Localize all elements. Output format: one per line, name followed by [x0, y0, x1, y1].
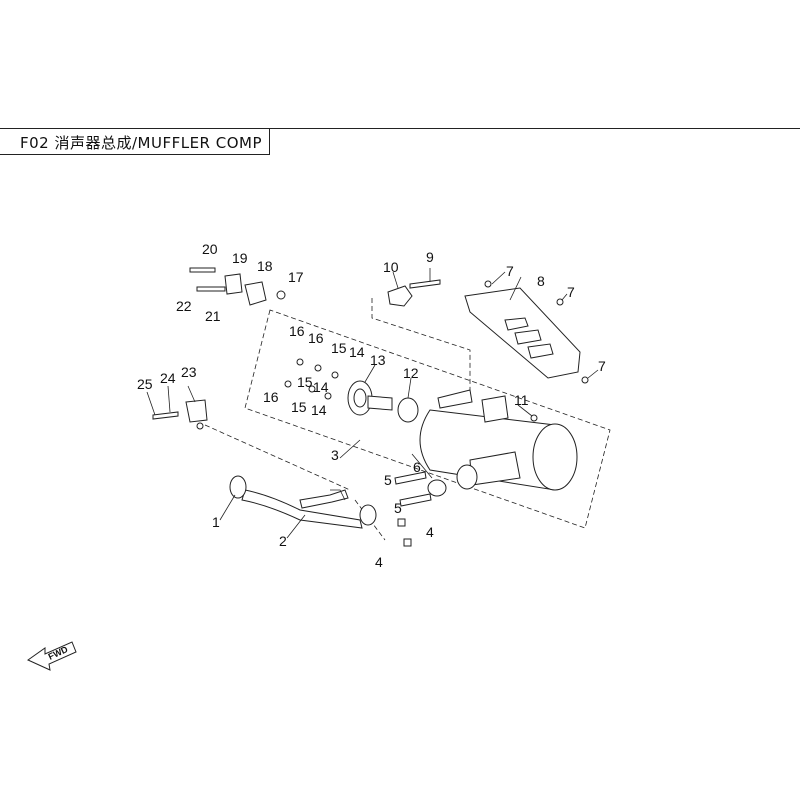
- callout-16: 16: [289, 323, 305, 339]
- callout-25: 25: [137, 376, 153, 392]
- callout-21: 21: [205, 308, 221, 324]
- callout-22: 22: [176, 298, 192, 314]
- bracket-bolt: [409, 279, 441, 289]
- callout-7: 7: [567, 284, 575, 300]
- rubber-bushing: [224, 273, 243, 295]
- callout-24: 24: [160, 370, 176, 386]
- callout-5: 5: [394, 500, 402, 516]
- assembly-outline-upper: [244, 309, 611, 529]
- callout-8: 8: [537, 273, 545, 289]
- washer-b: [314, 364, 322, 372]
- callout-23: 23: [181, 364, 197, 380]
- hanger-bolt-upper: [189, 267, 216, 273]
- callout-18: 18: [257, 258, 273, 274]
- callout-4: 4: [375, 554, 383, 570]
- spring-upper: [394, 471, 427, 485]
- spring-lower: [399, 493, 432, 507]
- washer-a: [296, 358, 304, 366]
- nut-lower: [403, 538, 412, 547]
- callout-17: 17: [288, 269, 304, 285]
- mounting-bracket: [387, 285, 413, 307]
- callout-12: 12: [403, 365, 419, 381]
- screw-top-left: [484, 280, 492, 288]
- inner-pipe: [367, 395, 393, 411]
- seal-ring: [397, 397, 419, 423]
- callout-11: 11: [514, 392, 529, 408]
- callout-14: 14: [313, 379, 329, 395]
- screw-lower: [530, 414, 538, 422]
- callout-9: 9: [426, 249, 434, 265]
- muffler-body: [419, 389, 578, 491]
- callout-1: 1: [212, 514, 220, 530]
- callout-14: 14: [349, 344, 365, 360]
- leader-lines: [146, 268, 599, 539]
- callout-15: 15: [297, 374, 313, 390]
- exhaust-pipe: [241, 489, 377, 529]
- screw-top-right: [556, 298, 564, 306]
- callout-10: 10: [383, 259, 399, 275]
- washer-f: [324, 392, 332, 400]
- callout-20: 20: [202, 241, 218, 257]
- nut-upper: [397, 518, 406, 527]
- callout-6: 6: [413, 459, 421, 475]
- pipe-clamp: [427, 479, 447, 497]
- side-bolt: [152, 411, 179, 420]
- callout-7: 7: [506, 263, 514, 279]
- callouts: 1 2 3 4 4 5 5 6 7 7 7 8 9 10 11 12 13 14…: [137, 241, 606, 570]
- callout-14: 14: [311, 402, 327, 418]
- callout-7: 7: [598, 358, 606, 374]
- hanger-bracket: [244, 281, 267, 306]
- callout-15: 15: [291, 399, 307, 415]
- assembly-outline-bracket: [371, 298, 471, 392]
- hanger-nut: [276, 290, 286, 300]
- heat-shield: [464, 287, 581, 379]
- callout-4: 4: [426, 524, 434, 540]
- callout-16: 16: [263, 389, 279, 405]
- screw-right: [581, 376, 589, 384]
- callout-19: 19: [232, 250, 248, 266]
- callout-5: 5: [384, 472, 392, 488]
- washer-e: [308, 385, 316, 393]
- fwd-direction-arrow: FWD: [26, 641, 77, 671]
- flange-gasket: [229, 475, 247, 499]
- callout-3: 3: [331, 447, 339, 463]
- side-washer: [196, 422, 204, 430]
- title-rule: [0, 128, 800, 129]
- washer-d: [284, 380, 292, 388]
- title-box: [0, 129, 270, 155]
- callout-16: 16: [308, 330, 324, 346]
- callout-13: 13: [370, 352, 386, 368]
- washer-c: [331, 371, 339, 379]
- callout-15: 15: [331, 340, 347, 356]
- side-bracket: [185, 399, 208, 423]
- page-title: F02 消声器总成/MUFFLER COMP: [20, 134, 263, 152]
- gasket-ring-inner: [353, 388, 367, 408]
- callout-2: 2: [279, 533, 287, 549]
- hanger-bolt-lower: [196, 286, 226, 292]
